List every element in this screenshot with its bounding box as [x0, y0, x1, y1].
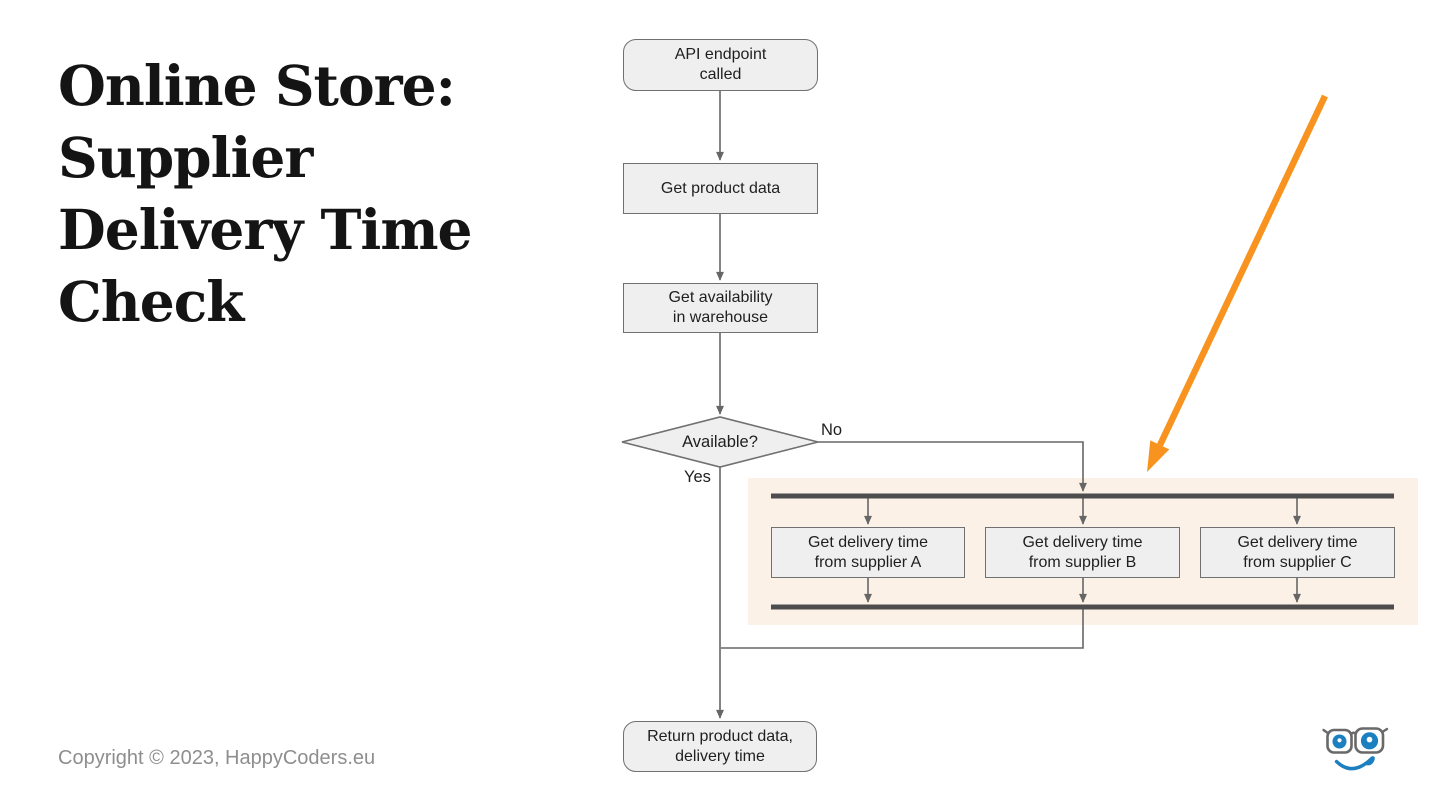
title-line: Supplier [58, 125, 313, 190]
node-text: delivery time [675, 747, 765, 765]
decision-text: Available? [682, 432, 758, 451]
glasses-icon [1322, 727, 1389, 754]
node-api-endpoint-called: API endpoint called [623, 39, 818, 91]
decision-diamond [621, 416, 819, 468]
connector-join-to-main [721, 609, 1084, 649]
smile-icon [1334, 756, 1375, 771]
node-get-product-data: Get product data [623, 163, 818, 214]
happycoders-logo [1322, 727, 1389, 771]
node-text: Get availability [668, 289, 773, 306]
node-text: from supplier A [814, 553, 922, 571]
page-title: Online Store: Supplier Delivery Time Che… [58, 50, 528, 338]
title-line: Delivery Time [58, 197, 473, 262]
copyright-text: Copyright © 2023, HappyCoders.eu [58, 747, 376, 769]
node-text: in warehouse [672, 309, 769, 326]
title-line: Online Store: [58, 53, 456, 118]
node-text: from supplier C [1243, 553, 1352, 571]
connector-no-branch [818, 441, 1087, 492]
connector-group [716, 91, 1301, 719]
node-text: API endpoint [674, 46, 767, 63]
node-text: Get delivery time [1237, 533, 1358, 551]
node-text: Return product data, [647, 727, 793, 745]
node-get-availability: Get availability in warehouse [623, 283, 818, 333]
annotation-arrow [1147, 94, 1328, 472]
branch-label-yes: Yes [684, 468, 711, 486]
title-line: Check [58, 269, 244, 334]
decision-label: Available? [622, 417, 818, 467]
node-supplier-a: Get delivery time from supplier A [771, 527, 965, 578]
node-text: from supplier B [1028, 553, 1137, 571]
node-supplier-c: Get delivery time from supplier C [1200, 527, 1395, 578]
node-text: Get delivery time [1022, 533, 1143, 551]
node-return-product-data: Return product data, delivery time [623, 721, 817, 772]
branch-label-no: No [821, 421, 843, 439]
node-text: Get delivery time [807, 533, 929, 551]
node-text: called [699, 66, 742, 83]
node-text: Get product data [660, 179, 781, 197]
node-supplier-b: Get delivery time from supplier B [985, 527, 1180, 578]
